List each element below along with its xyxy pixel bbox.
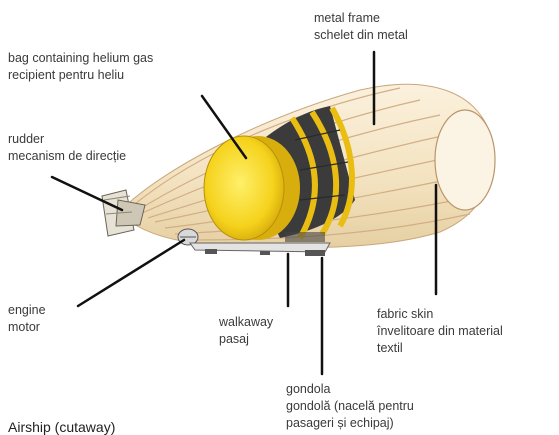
- rudder-label-en: rudder: [8, 131, 44, 147]
- bag-label-en: bag containing helium gas: [8, 50, 153, 66]
- walkway-label-en: walkaway: [219, 314, 273, 330]
- gondola-label-ro2: pasageri și echipaj): [286, 415, 394, 431]
- frame-label-en: metal frame: [314, 10, 380, 26]
- leader-engine: [78, 240, 184, 306]
- frame-label-ro: schelet din metal: [314, 27, 408, 43]
- engine-label-en: engine: [8, 302, 46, 318]
- gondola-label-ro: gondolă (nacelă pentru: [286, 398, 414, 414]
- gondola-label-en: gondola: [286, 381, 331, 397]
- bag-label-ro: recipient pentru heliu: [8, 67, 124, 83]
- skin-label-en: fabric skin: [377, 306, 433, 322]
- engine-label-ro: motor: [8, 319, 40, 335]
- skin-label-ro: învelitoare din material: [377, 323, 503, 339]
- nose-cap: [435, 110, 495, 210]
- rudder-label-ro: mecanism de direcție: [8, 148, 126, 164]
- helium-bag: [204, 136, 284, 240]
- walkway-label-ro: pasaj: [219, 331, 249, 347]
- skin-label-ro2: textil: [377, 340, 403, 356]
- figure-caption: Airship (cutaway): [8, 419, 115, 435]
